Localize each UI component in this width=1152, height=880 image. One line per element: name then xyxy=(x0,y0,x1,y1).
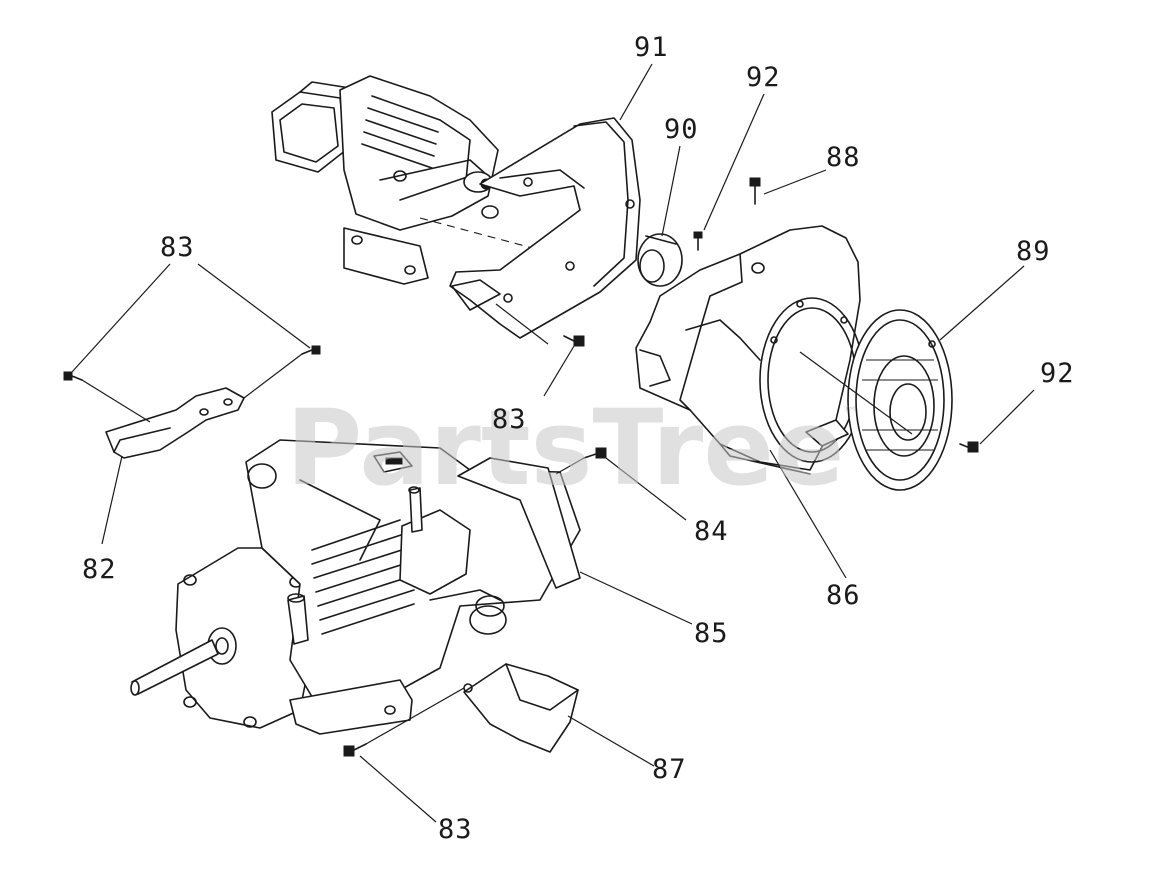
leader-lines xyxy=(71,63,1035,823)
recoil-starter-89 xyxy=(805,309,953,491)
bolt-83-center xyxy=(563,335,585,347)
bushing-90 xyxy=(637,233,683,287)
main-engine xyxy=(130,439,581,735)
bolt-92-top xyxy=(693,231,703,251)
bolt-83-bottom xyxy=(343,743,367,757)
callout-83-center: 83 xyxy=(492,404,527,435)
fan-shroud-86 xyxy=(635,225,865,475)
callout-85: 85 xyxy=(694,618,729,649)
bolt-83-left-a xyxy=(63,371,83,381)
callout-89: 89 xyxy=(1016,236,1051,267)
blower-shroud-91 xyxy=(449,117,641,339)
callout-92-top: 92 xyxy=(746,62,781,93)
callout-90: 90 xyxy=(664,114,699,145)
callout-91: 91 xyxy=(634,32,669,63)
watermark-text: PartsTree xyxy=(286,387,844,509)
bolt-88 xyxy=(749,177,761,205)
watermark-trademark: ™ xyxy=(842,403,858,422)
callout-82: 82 xyxy=(82,554,117,585)
callout-83-left: 83 xyxy=(160,232,195,263)
bolt-83-left-b xyxy=(301,345,321,355)
callout-83-bottom: 83 xyxy=(438,814,473,845)
bolt-84 xyxy=(583,447,607,459)
bolt-92-right xyxy=(959,441,979,453)
lower-shield-87 xyxy=(463,663,579,753)
callout-86: 86 xyxy=(826,580,861,611)
heat-shield-82 xyxy=(105,387,245,459)
upper-engine-assembly xyxy=(271,75,541,285)
callout-87: 87 xyxy=(652,754,687,785)
callout-92-right: 92 xyxy=(1040,358,1075,389)
callout-88: 88 xyxy=(826,142,861,173)
callout-84: 84 xyxy=(694,516,729,547)
